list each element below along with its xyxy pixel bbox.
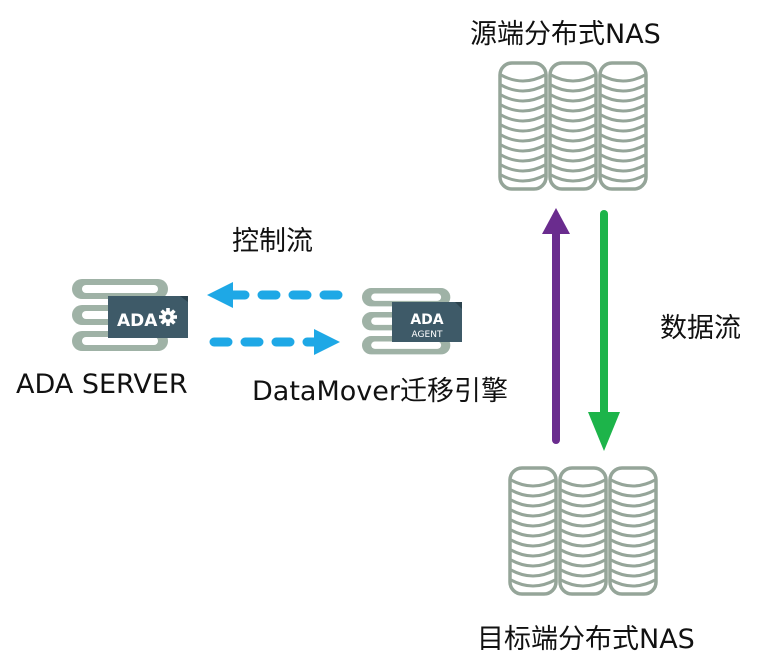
target-nas-label: 目标端分布式NAS — [477, 624, 695, 655]
control-flow-arrow-to-server — [207, 282, 343, 308]
source-nas-label: 源端分布式NAS — [470, 19, 661, 50]
ada-server: ADA — [72, 279, 188, 351]
source-disk-1 — [498, 61, 548, 191]
source-nas — [498, 61, 648, 191]
control-flow-arrow-to-agent — [209, 329, 340, 355]
target-disk-2 — [558, 466, 608, 596]
target-nas — [508, 466, 658, 596]
ada-server-badge: ADA — [117, 311, 158, 331]
ada-server-label: ADA SERVER — [16, 369, 188, 400]
target-disk-3 — [608, 466, 658, 596]
agent-badge-sub: AGENT — [412, 330, 443, 340]
gear-icon — [159, 308, 177, 326]
data-flow-arrow-up — [542, 208, 570, 444]
data-flow-arrow-down — [588, 210, 620, 451]
data-flow-label: 数据流 — [660, 313, 741, 344]
target-disk-1 — [508, 466, 558, 596]
datamover-agent: ADA AGENT — [362, 288, 462, 355]
agent-badge: ADA — [410, 312, 443, 328]
source-disk-3 — [598, 61, 648, 191]
datamover-label: DataMover迁移引擎 — [252, 376, 508, 407]
source-disk-2 — [548, 61, 598, 191]
control-flow-label: 控制流 — [232, 226, 313, 257]
